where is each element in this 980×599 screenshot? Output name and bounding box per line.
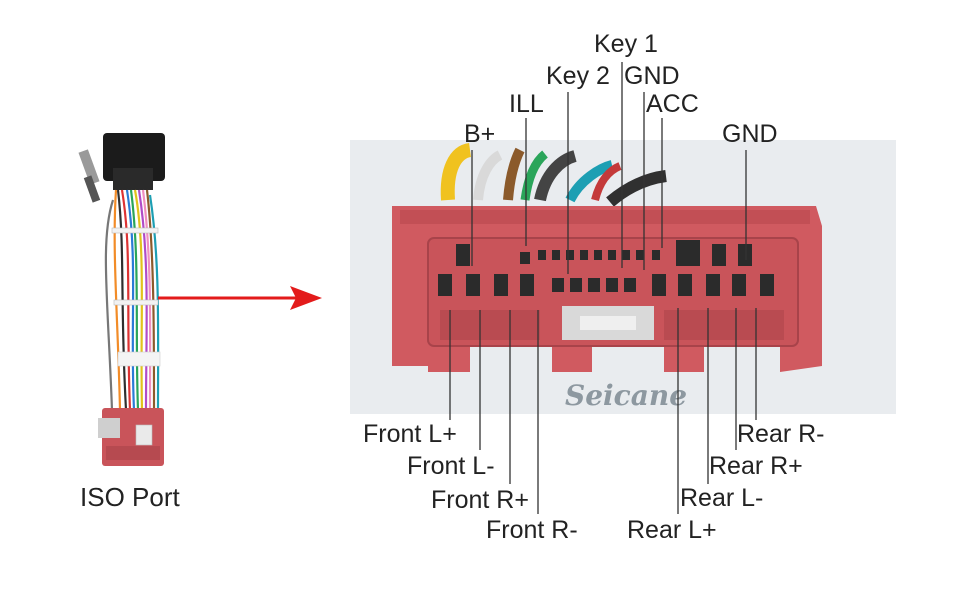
iso-port-label: ISO Port <box>80 482 180 512</box>
label-gnd-right: GND <box>722 120 778 148</box>
label-front-r-minus: Front R- <box>486 516 578 544</box>
watermark: Seicane <box>565 379 687 412</box>
label-ill: ILL <box>509 90 544 118</box>
label-front-l-plus: Front L+ <box>363 420 457 448</box>
label-rear-r-plus: Rear R+ <box>709 452 803 480</box>
label-gnd-top: GND <box>624 62 680 90</box>
label-front-l-minus: Front L- <box>407 452 495 480</box>
arrow <box>158 286 322 310</box>
connector-image <box>350 140 896 414</box>
label-rear-r-minus: Rear R- <box>737 420 825 448</box>
label-b-plus: B+ <box>464 120 496 148</box>
label-front-r-plus: Front R+ <box>431 486 529 514</box>
leader-lines <box>449 62 757 514</box>
label-key1: Key 1 <box>594 30 658 58</box>
harness-image <box>78 133 165 466</box>
label-key2: Key 2 <box>546 62 610 90</box>
label-rear-l-minus: Rear L- <box>680 484 764 512</box>
label-rear-l-plus: Rear L+ <box>627 516 717 544</box>
label-acc: ACC <box>646 90 699 118</box>
